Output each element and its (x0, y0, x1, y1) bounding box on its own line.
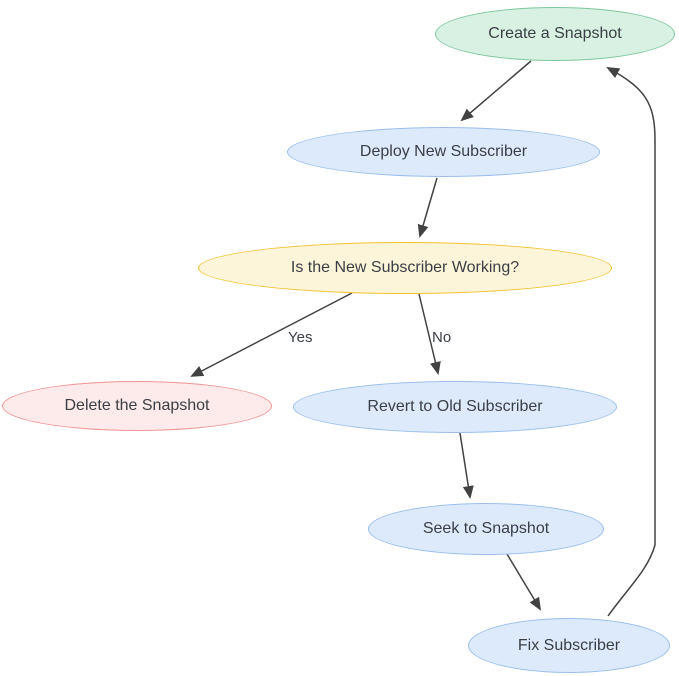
edge-fix-to-create-loop (606, 67, 656, 617)
node-fix-subscriber-label: Fix Subscriber (517, 636, 621, 654)
edge-label-yes: Yes (288, 329, 313, 346)
node-delete-the-snapshot-label: Delete the Snapshot (64, 397, 210, 414)
node-create-snapshot: Create a Snapshot (435, 7, 675, 61)
edge-label-no: No (432, 329, 452, 346)
edge-revert-to-seek (459, 432, 474, 499)
edge-deploy-to-isworking (417, 177, 438, 238)
node-seek-to-snapshot-label: Seek to Snapshot (422, 520, 550, 537)
node-revert-to-old-subscriber: Revert to Old Subscriber (293, 381, 617, 433)
node-deploy-new-subscriber-label: Deploy New Subscriber (359, 143, 528, 160)
node-deploy-new-subscriber: Deploy New Subscriber (287, 127, 600, 177)
node-fix-subscriber: Fix Subscriber (468, 618, 670, 673)
node-is-new-subscriber-working-label: Is the New Subscriber Working? (290, 259, 520, 276)
node-revert-to-old-subscriber-label: Revert to Old Subscriber (367, 398, 543, 415)
node-create-snapshot-label: Create a Snapshot (488, 25, 622, 42)
edge-isworking-to-delete-yes (190, 292, 353, 377)
node-is-new-subscriber-working: Is the New Subscriber Working? (198, 242, 612, 294)
node-seek-to-snapshot: Seek to Snapshot (368, 503, 604, 555)
edge-create-to-deploy (460, 60, 532, 122)
edge-seek-to-fix (506, 553, 542, 611)
edge-isworking-to-revert-no (418, 293, 441, 375)
node-delete-the-snapshot: Delete the Snapshot (2, 381, 272, 431)
